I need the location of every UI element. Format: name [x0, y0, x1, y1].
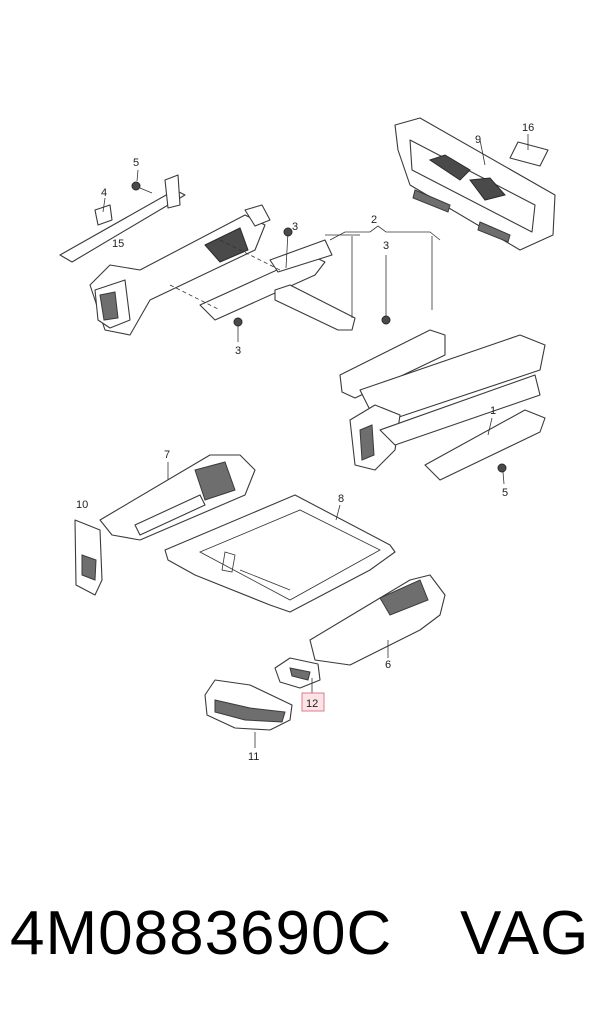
callout-16: 16	[522, 122, 534, 134]
callout-3: 3	[383, 240, 389, 252]
part-6-trim	[309, 574, 446, 666]
brand-label: VAG	[460, 899, 590, 968]
part-1-right-rail	[339, 329, 546, 485]
callout-1: 1	[490, 405, 496, 417]
callout-5: 5	[502, 487, 508, 499]
highlight-box	[301, 692, 325, 712]
callout-7: 7	[164, 449, 170, 461]
callout-3: 3	[235, 345, 241, 357]
callout-4: 4	[101, 187, 107, 199]
part-7-trim	[99, 454, 256, 541]
part-15-left-rail	[59, 174, 271, 336]
callout-5: 5	[133, 157, 139, 169]
part-11-trim	[204, 679, 293, 748]
callout-8: 8	[338, 493, 344, 505]
callout-15: 15	[112, 238, 124, 250]
callout-6: 6	[385, 659, 391, 671]
callout-10: 10	[76, 499, 88, 511]
callout-11: 11	[248, 751, 259, 763]
callout-2: 2	[371, 214, 377, 226]
part-10-cover	[74, 519, 103, 596]
parts-exploded-diagram: 16 9 5 4 15 3 2 3 3 1 5 7 10 8 6 12 11	[59, 117, 556, 763]
part-12-bracket	[274, 657, 321, 693]
part-number: 4M0883690C	[10, 899, 393, 968]
callout-12: 12	[306, 698, 318, 710]
part-4-bracket	[94, 197, 113, 226]
part-2-rail-set	[169, 225, 441, 342]
callout-3: 3	[292, 221, 298, 233]
callout-9: 9	[475, 134, 481, 146]
part-8-floor-mat	[164, 494, 396, 613]
screw-icon	[131, 169, 153, 194]
part-9-rear-panel	[394, 117, 556, 251]
